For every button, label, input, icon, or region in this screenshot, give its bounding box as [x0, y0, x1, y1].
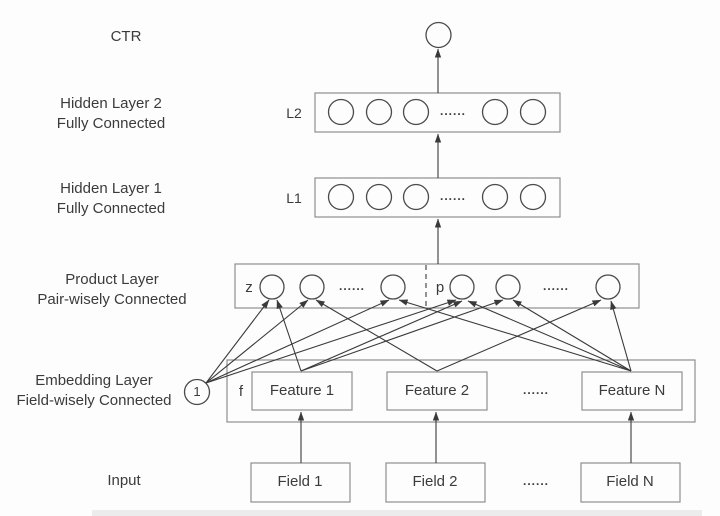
layer-label-line1: Hidden Layer 2	[60, 95, 162, 112]
hidden-layer1-label: Hidden Layer 1 Fully Connected	[57, 179, 165, 219]
p-label: p	[435, 279, 445, 296]
f-label: f	[238, 383, 244, 400]
layer-label-line1: Product Layer	[65, 271, 159, 288]
feature-n-box	[581, 371, 683, 411]
product-layer-box	[234, 263, 640, 309]
ellipsis-product-p: ......	[542, 279, 570, 293]
field-1-label: Field 1	[277, 473, 323, 490]
ellipsis-product-z: ......	[338, 279, 366, 293]
l2-tag: L2	[286, 105, 302, 121]
hidden-layer2-label: Hidden Layer 2 Fully Connected	[57, 94, 165, 134]
product-layer-label: Product Layer Pair-wisely Connected	[37, 270, 186, 310]
z-label: z	[245, 279, 253, 296]
feature-2-box	[386, 371, 488, 411]
layer-label-line2: Fully Connected	[56, 200, 166, 217]
bias-one-node	[183, 378, 211, 406]
feature-2-label: Feature 2	[404, 382, 470, 399]
feature-1-box	[251, 371, 353, 411]
feature-n-label: Feature N	[598, 382, 666, 399]
field-1-box	[250, 462, 351, 503]
field-n-label: Field N	[606, 473, 654, 490]
ellipsis-features: ......	[522, 383, 550, 397]
connection-lines	[205, 299, 632, 384]
layer-label-line2: Field-wisely Connected	[16, 392, 172, 409]
output-node	[425, 21, 452, 49]
input-label: Input	[107, 472, 141, 489]
layer-label-line2: Fully Connected	[56, 115, 166, 132]
ellipsis-l1: ......	[439, 189, 467, 203]
bottom-band	[92, 510, 702, 516]
embedding-layer-box	[183, 359, 696, 423]
layer-label-line1: Hidden Layer 1	[60, 180, 162, 197]
ellipsis-fields: ......	[522, 474, 550, 488]
feature-1-label: Feature 1	[269, 382, 335, 399]
hidden-layer2-box	[314, 92, 561, 133]
layer-label-line2: Pair-wisely Connected	[37, 291, 187, 308]
structural-arrows	[297, 48, 635, 463]
field-2-label: Field 2	[412, 473, 458, 490]
output-label: CTR	[110, 28, 142, 45]
hidden-layer1-box	[314, 177, 561, 218]
layer-label-line1: Embedding Layer	[35, 372, 153, 389]
one-label: 1	[193, 384, 201, 399]
embedding-layer-label: Embedding Layer Field-wisely Connected	[16, 371, 171, 411]
l1-tag: L1	[286, 190, 302, 206]
ellipsis-l2: ......	[439, 104, 467, 118]
